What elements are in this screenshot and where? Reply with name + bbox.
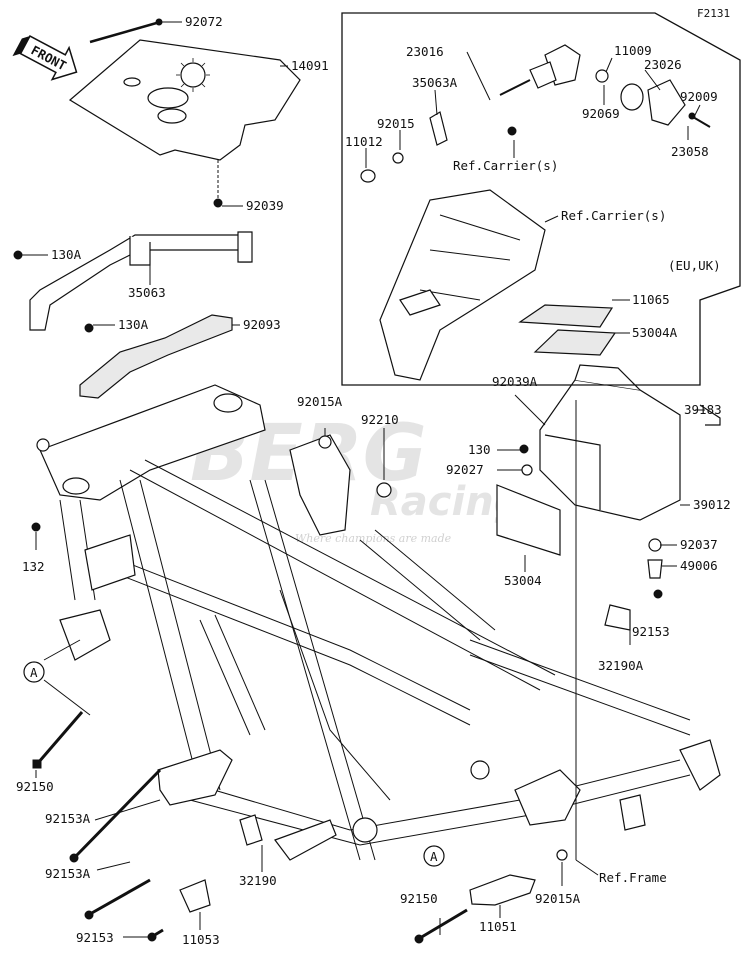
bolts-left [32, 711, 337, 942]
label-130A-1: 130A [51, 247, 82, 262]
marker-a-left-label: A [30, 665, 38, 680]
label-92015: 92015 [377, 116, 415, 131]
label-92153-left: 92153 [76, 930, 114, 945]
label-92153-right: 92153 [632, 624, 670, 639]
label-92153A-2: 92153A [45, 866, 91, 881]
label-92015A-bottom: 92015A [535, 891, 581, 906]
heat-shield-part [68, 18, 301, 208]
diagram-code: F2131 [697, 7, 730, 20]
label-39012: 39012 [693, 497, 731, 512]
label-39183: 39183 [684, 402, 722, 417]
label-92037: 92037 [680, 537, 718, 552]
region-note: (EU,UK) [668, 258, 721, 273]
label-35063A: 35063A [412, 75, 458, 90]
label-11051: 11051 [479, 919, 517, 934]
label-92093: 92093 [243, 317, 281, 332]
watermark-tagline: Where champions are made [295, 532, 452, 545]
label-92072: 92072 [185, 14, 223, 29]
label-35063: 35063 [128, 285, 166, 300]
label-92039A: 92039A [492, 374, 538, 389]
leader-lines [22, 21, 705, 938]
inset-box [341, 12, 741, 386]
label-130: 130 [468, 442, 491, 457]
tool-box-part [414, 304, 721, 944]
label-92027: 92027 [446, 462, 484, 477]
label-11012: 11012 [345, 134, 383, 149]
part-labels: 92072 14091 92039 130A 130A 35063 92093 … [16, 14, 731, 947]
label-49006: 49006 [680, 558, 718, 573]
carrier-bracket-part [13, 231, 253, 333]
label-92150-bottom: 92150 [400, 891, 438, 906]
label-92210: 92210 [361, 412, 399, 427]
label-11053: 11053 [182, 932, 220, 947]
front-arrow-icon: FRONT [12, 35, 78, 81]
label-130A-2: 130A [118, 317, 149, 332]
label-53004: 53004 [504, 573, 542, 588]
marker-a-bottom: A [423, 845, 445, 867]
label-92153A-1: 92153A [45, 811, 91, 826]
label-92039: 92039 [246, 198, 284, 213]
rubber-strip-part [79, 314, 233, 399]
label-92069: 92069 [582, 106, 620, 121]
label-11065: 11065 [632, 292, 670, 307]
marker-a-bottom-label: A [430, 849, 438, 864]
label-23026: 23026 [644, 57, 682, 72]
label-ref-carrier-1: Ref.Carrier(s) [453, 158, 558, 173]
label-ref-carrier-2: Ref.Carrier(s) [561, 208, 666, 223]
label-132: 132 [22, 559, 45, 574]
marker-a-left: A [23, 661, 45, 683]
label-32190: 32190 [239, 873, 277, 888]
label-11009: 11009 [614, 43, 652, 58]
label-92150-left: 92150 [16, 779, 54, 794]
label-23058: 23058 [671, 144, 709, 159]
label-14091: 14091 [291, 58, 329, 73]
label-92015A-top: 92015A [297, 394, 343, 409]
label-53004A: 53004A [632, 325, 678, 340]
label-ref-frame: Ref.Frame [599, 870, 667, 885]
frame-part [39, 384, 721, 861]
label-23016: 23016 [406, 44, 444, 59]
label-32190A: 32190A [598, 658, 644, 673]
label-92009: 92009 [680, 89, 718, 104]
inset-parts [360, 44, 711, 381]
